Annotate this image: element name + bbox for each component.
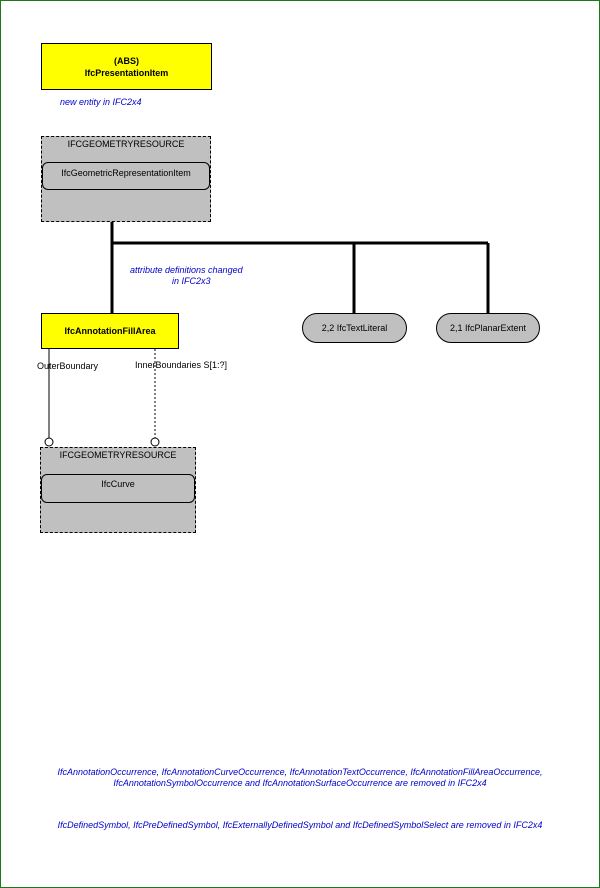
entity-ifc-geometric-representation-item[interactable]: IfcGeometricRepresentationItem bbox=[42, 162, 210, 190]
schema-geometry-resource-bottom[interactable]: IFCGEOMETRYRESOURCE IfcCurve bbox=[40, 447, 196, 533]
footer-note-removed-symbols: IfcDefinedSymbol, IfcPreDefinedSymbol, I… bbox=[57, 820, 543, 830]
entity-ifc-presentation-item[interactable]: (ABS) IfcPresentationItem bbox=[41, 43, 212, 90]
entity-ifc-text-literal[interactable]: 2,2 IfcTextLiteral bbox=[302, 313, 407, 343]
inner-boundaries-end bbox=[150, 437, 160, 447]
note-new-entity: new entity in IFC2x4 bbox=[60, 97, 142, 107]
label-inner-boundaries: InnerBoundaries S[1:?] bbox=[135, 360, 228, 370]
label-outer-boundary: OuterBoundary bbox=[37, 361, 99, 371]
note-attribute-changed: attribute definitions changed in IFC2x3 bbox=[130, 265, 243, 286]
footer-note-removed-occurrences: IfcAnnotationOccurrence, IfcAnnotationCu… bbox=[57, 767, 543, 788]
schema-name: IFCGEOMETRYRESOURCE bbox=[59, 450, 177, 460]
abstract-marker: (ABS) bbox=[114, 55, 139, 66]
outer-boundary-end bbox=[44, 437, 54, 447]
entity-ifc-curve[interactable]: IfcCurve bbox=[41, 474, 195, 503]
entity-name: IfcAnnotationFillArea bbox=[64, 326, 156, 336]
entity-name: IfcPresentationItem bbox=[84, 67, 169, 78]
entity-ifc-planar-extent[interactable]: 2,1 IfcPlanarExtent bbox=[436, 313, 540, 343]
entity-ifc-annotation-fill-area[interactable]: IfcAnnotationFillArea bbox=[41, 313, 179, 349]
schema-geometry-resource-top[interactable]: IFCGEOMETRYRESOURCE IfcGeometricRepresen… bbox=[41, 136, 211, 222]
schema-name: IFCGEOMETRYRESOURCE bbox=[67, 139, 185, 149]
